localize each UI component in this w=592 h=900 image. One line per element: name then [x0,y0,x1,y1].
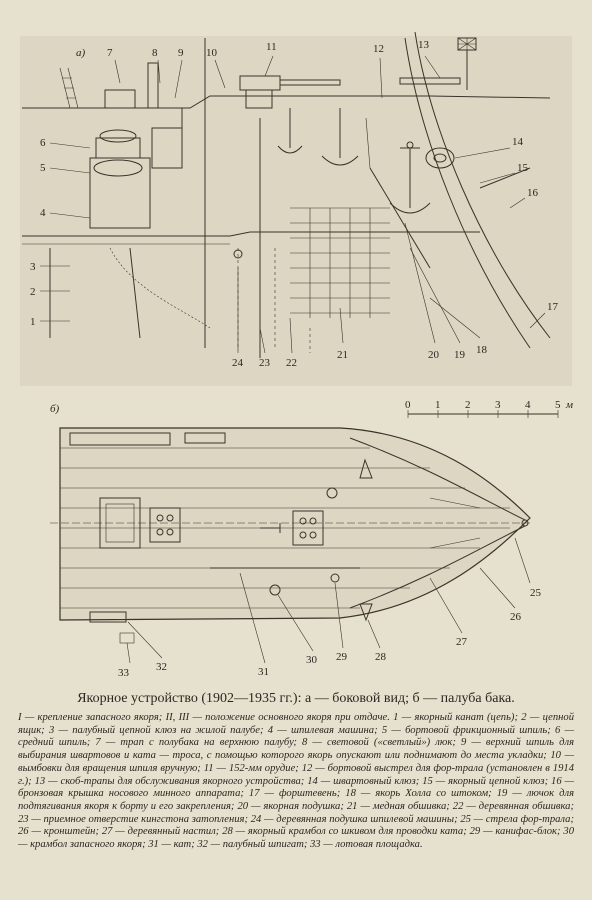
label-18: 18 [476,344,488,356]
anchor-gear-drawing: а) 7 8 9 10 11 12 13 14 15 16 17 18 19 2… [20,31,573,679]
label-12: 12 [373,43,384,55]
label-22: 22 [286,357,297,369]
label-32: 32 [156,661,167,673]
label-3: 3 [30,261,36,273]
svg-text:м: м [565,399,573,411]
label-20: 20 [428,349,440,361]
panel-a-label: а) [76,47,86,59]
label-6: 6 [40,137,46,149]
label-11: 11 [266,41,277,53]
svg-text:0: 0 [405,399,411,411]
label-25: 25 [530,587,542,599]
label-28: 28 [375,651,387,663]
panel-b-label: б) [50,403,60,415]
label-8: 8 [152,47,158,59]
label-2: 2 [30,286,36,298]
caption-title: Якорное устройство (1902—1935 гг.): а — … [77,691,515,706]
label-24: 24 [232,357,244,369]
label-17: 17 [547,301,559,313]
label-7: 7 [107,47,113,59]
label-19: 19 [454,349,466,361]
label-21: 21 [337,349,348,361]
svg-text:3: 3 [495,399,501,411]
label-33: 33 [118,667,130,679]
label-5: 5 [40,162,46,174]
svg-text:5: 5 [555,399,561,411]
panel-a-side-view: а) 7 8 9 10 11 12 13 14 15 16 17 18 19 2… [20,31,573,418]
label-1: 1 [30,316,36,328]
label-30: 30 [306,654,318,666]
label-15: 15 [517,162,529,174]
label-4: 4 [40,207,46,219]
label-27: 27 [456,636,468,648]
scale-bar: 0 1 2 3 4 5 м [405,399,573,418]
figure-caption: Якорное устройство (1902—1935 гг.): а — … [18,690,574,852]
label-26: 26 [510,611,522,623]
svg-text:2: 2 [465,399,471,411]
label-23: 23 [259,357,271,369]
caption-legend: I — крепление запасного якоря; II, III —… [18,712,574,851]
label-29: 29 [336,651,348,663]
label-16: 16 [527,187,539,199]
label-10: 10 [206,47,218,59]
label-31: 31 [258,666,269,678]
panel-b-deck-plan: б) [50,403,542,679]
label-13: 13 [418,39,430,51]
label-9: 9 [178,47,184,59]
svg-text:4: 4 [525,399,531,411]
svg-text:1: 1 [435,399,441,411]
label-14: 14 [512,136,524,148]
